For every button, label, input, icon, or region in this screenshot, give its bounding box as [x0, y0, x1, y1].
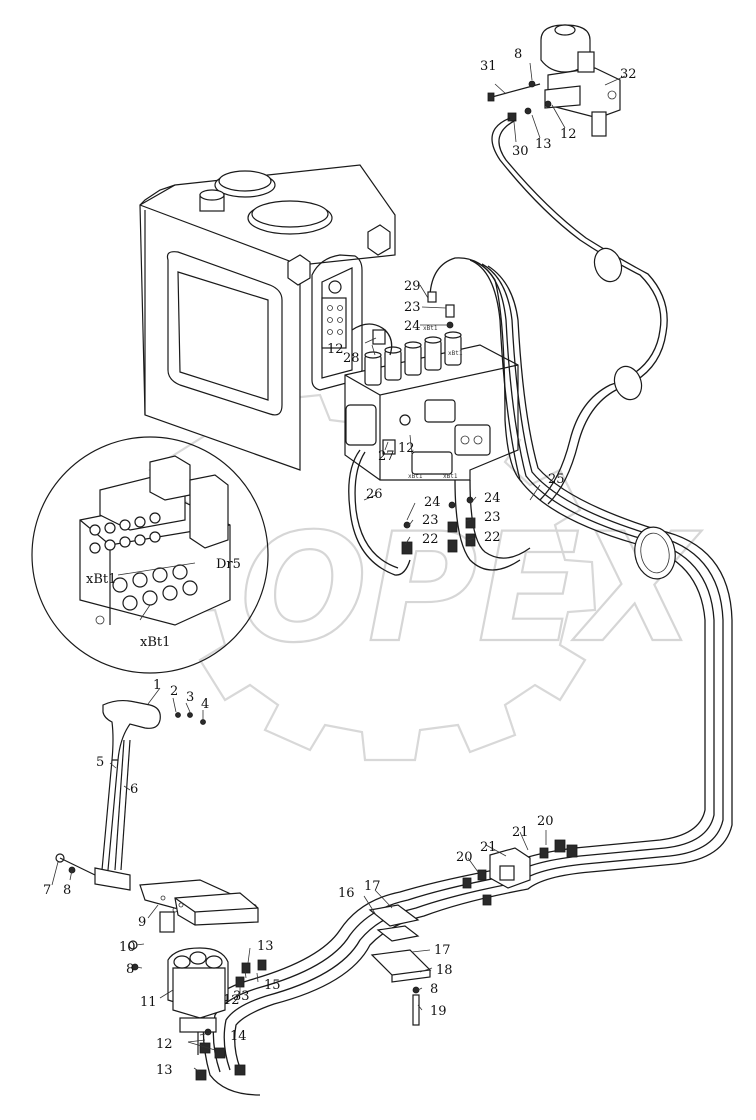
callout: 12: [156, 1037, 173, 1052]
detail-label-xbt1-lower: xBt1: [140, 635, 170, 650]
callout: 8: [63, 883, 71, 898]
joystick-lever: [55, 699, 206, 891]
callout: 24: [404, 319, 421, 334]
callout: 24: [484, 491, 501, 506]
callout: 20: [537, 814, 554, 829]
callout: 32: [620, 67, 637, 82]
callout: 6: [130, 782, 138, 797]
bottom-fittings: [195, 959, 267, 1081]
callout: 19: [430, 1004, 447, 1019]
callout: 4: [201, 697, 209, 712]
callout: 26: [366, 487, 383, 502]
callout: 21: [512, 825, 529, 840]
callout: 18: [436, 963, 453, 978]
callout: 12: [327, 342, 344, 357]
callout: 22: [484, 530, 501, 545]
callout: 15: [264, 978, 281, 993]
callout: 11: [140, 995, 157, 1010]
detail-label-xbt1-upper: xBt1: [86, 572, 116, 587]
callout: 25: [548, 472, 565, 487]
svg-text:xBt1: xBt1: [443, 473, 458, 480]
callout: 8: [126, 962, 134, 977]
callout: 23: [404, 300, 421, 315]
svg-text:xBt1: xBt1: [448, 350, 463, 357]
callout: 13: [535, 137, 552, 152]
callout: 29: [404, 279, 421, 294]
accumulator-valve: [540, 24, 621, 137]
callout: 12: [398, 441, 415, 456]
watermark: OPEX: [148, 393, 703, 762]
detail-view: xBt1 Dr5 xBt1: [31, 436, 269, 674]
callout: 9: [138, 915, 146, 930]
detail-label-dr5: Dr5: [216, 557, 241, 572]
foot-pedal: [139, 879, 259, 933]
callout: 23: [422, 513, 439, 528]
callout: 8: [430, 982, 438, 997]
callout: 31: [480, 59, 497, 74]
fasteners-top: [487, 80, 552, 122]
callout: 12: [223, 993, 240, 1008]
callout: 13: [156, 1063, 173, 1078]
callout: 33: [233, 989, 250, 1004]
callout: 14: [230, 1029, 247, 1044]
watermark-text: OPEX: [240, 502, 702, 676]
callout: 27: [378, 449, 395, 464]
callout: 3: [186, 690, 194, 705]
pilot-hoses: [202, 117, 733, 1096]
callout: 13: [257, 939, 274, 954]
fittings: [372, 291, 476, 555]
tee-fitting: [462, 839, 578, 906]
callout: 30: [512, 144, 529, 159]
svg-text:xBt1: xBt1: [408, 473, 423, 480]
callout: 16: [338, 886, 355, 901]
callout: 23: [484, 510, 501, 525]
callout: 2: [170, 684, 178, 699]
callout: 17: [364, 879, 381, 894]
callout: 12: [560, 127, 577, 142]
callout: 17: [434, 943, 451, 958]
leader-lines: [51, 62, 626, 1073]
callout: 28: [343, 351, 360, 366]
callout: 5: [96, 755, 104, 770]
control-valve-block: xBt1 xBt1 xBt1 xBt1: [344, 325, 519, 481]
callout: 7: [43, 883, 51, 898]
svg-text:xBt1: xBt1: [423, 325, 438, 332]
callout: 24: [424, 495, 441, 510]
callout: 1: [153, 678, 161, 693]
callout: 21: [480, 840, 497, 855]
callouts: 31 8 32 30 13 12 29 23 24 12 28 27 12 25…: [43, 47, 637, 1078]
callout: 8: [514, 47, 522, 62]
pilot-valve: [128, 940, 229, 1055]
hydraulic-tank: [139, 164, 396, 471]
hose-clamp: [368, 904, 432, 1026]
callout: 22: [422, 532, 439, 547]
callout: 10: [119, 940, 136, 955]
callout: 20: [456, 850, 473, 865]
